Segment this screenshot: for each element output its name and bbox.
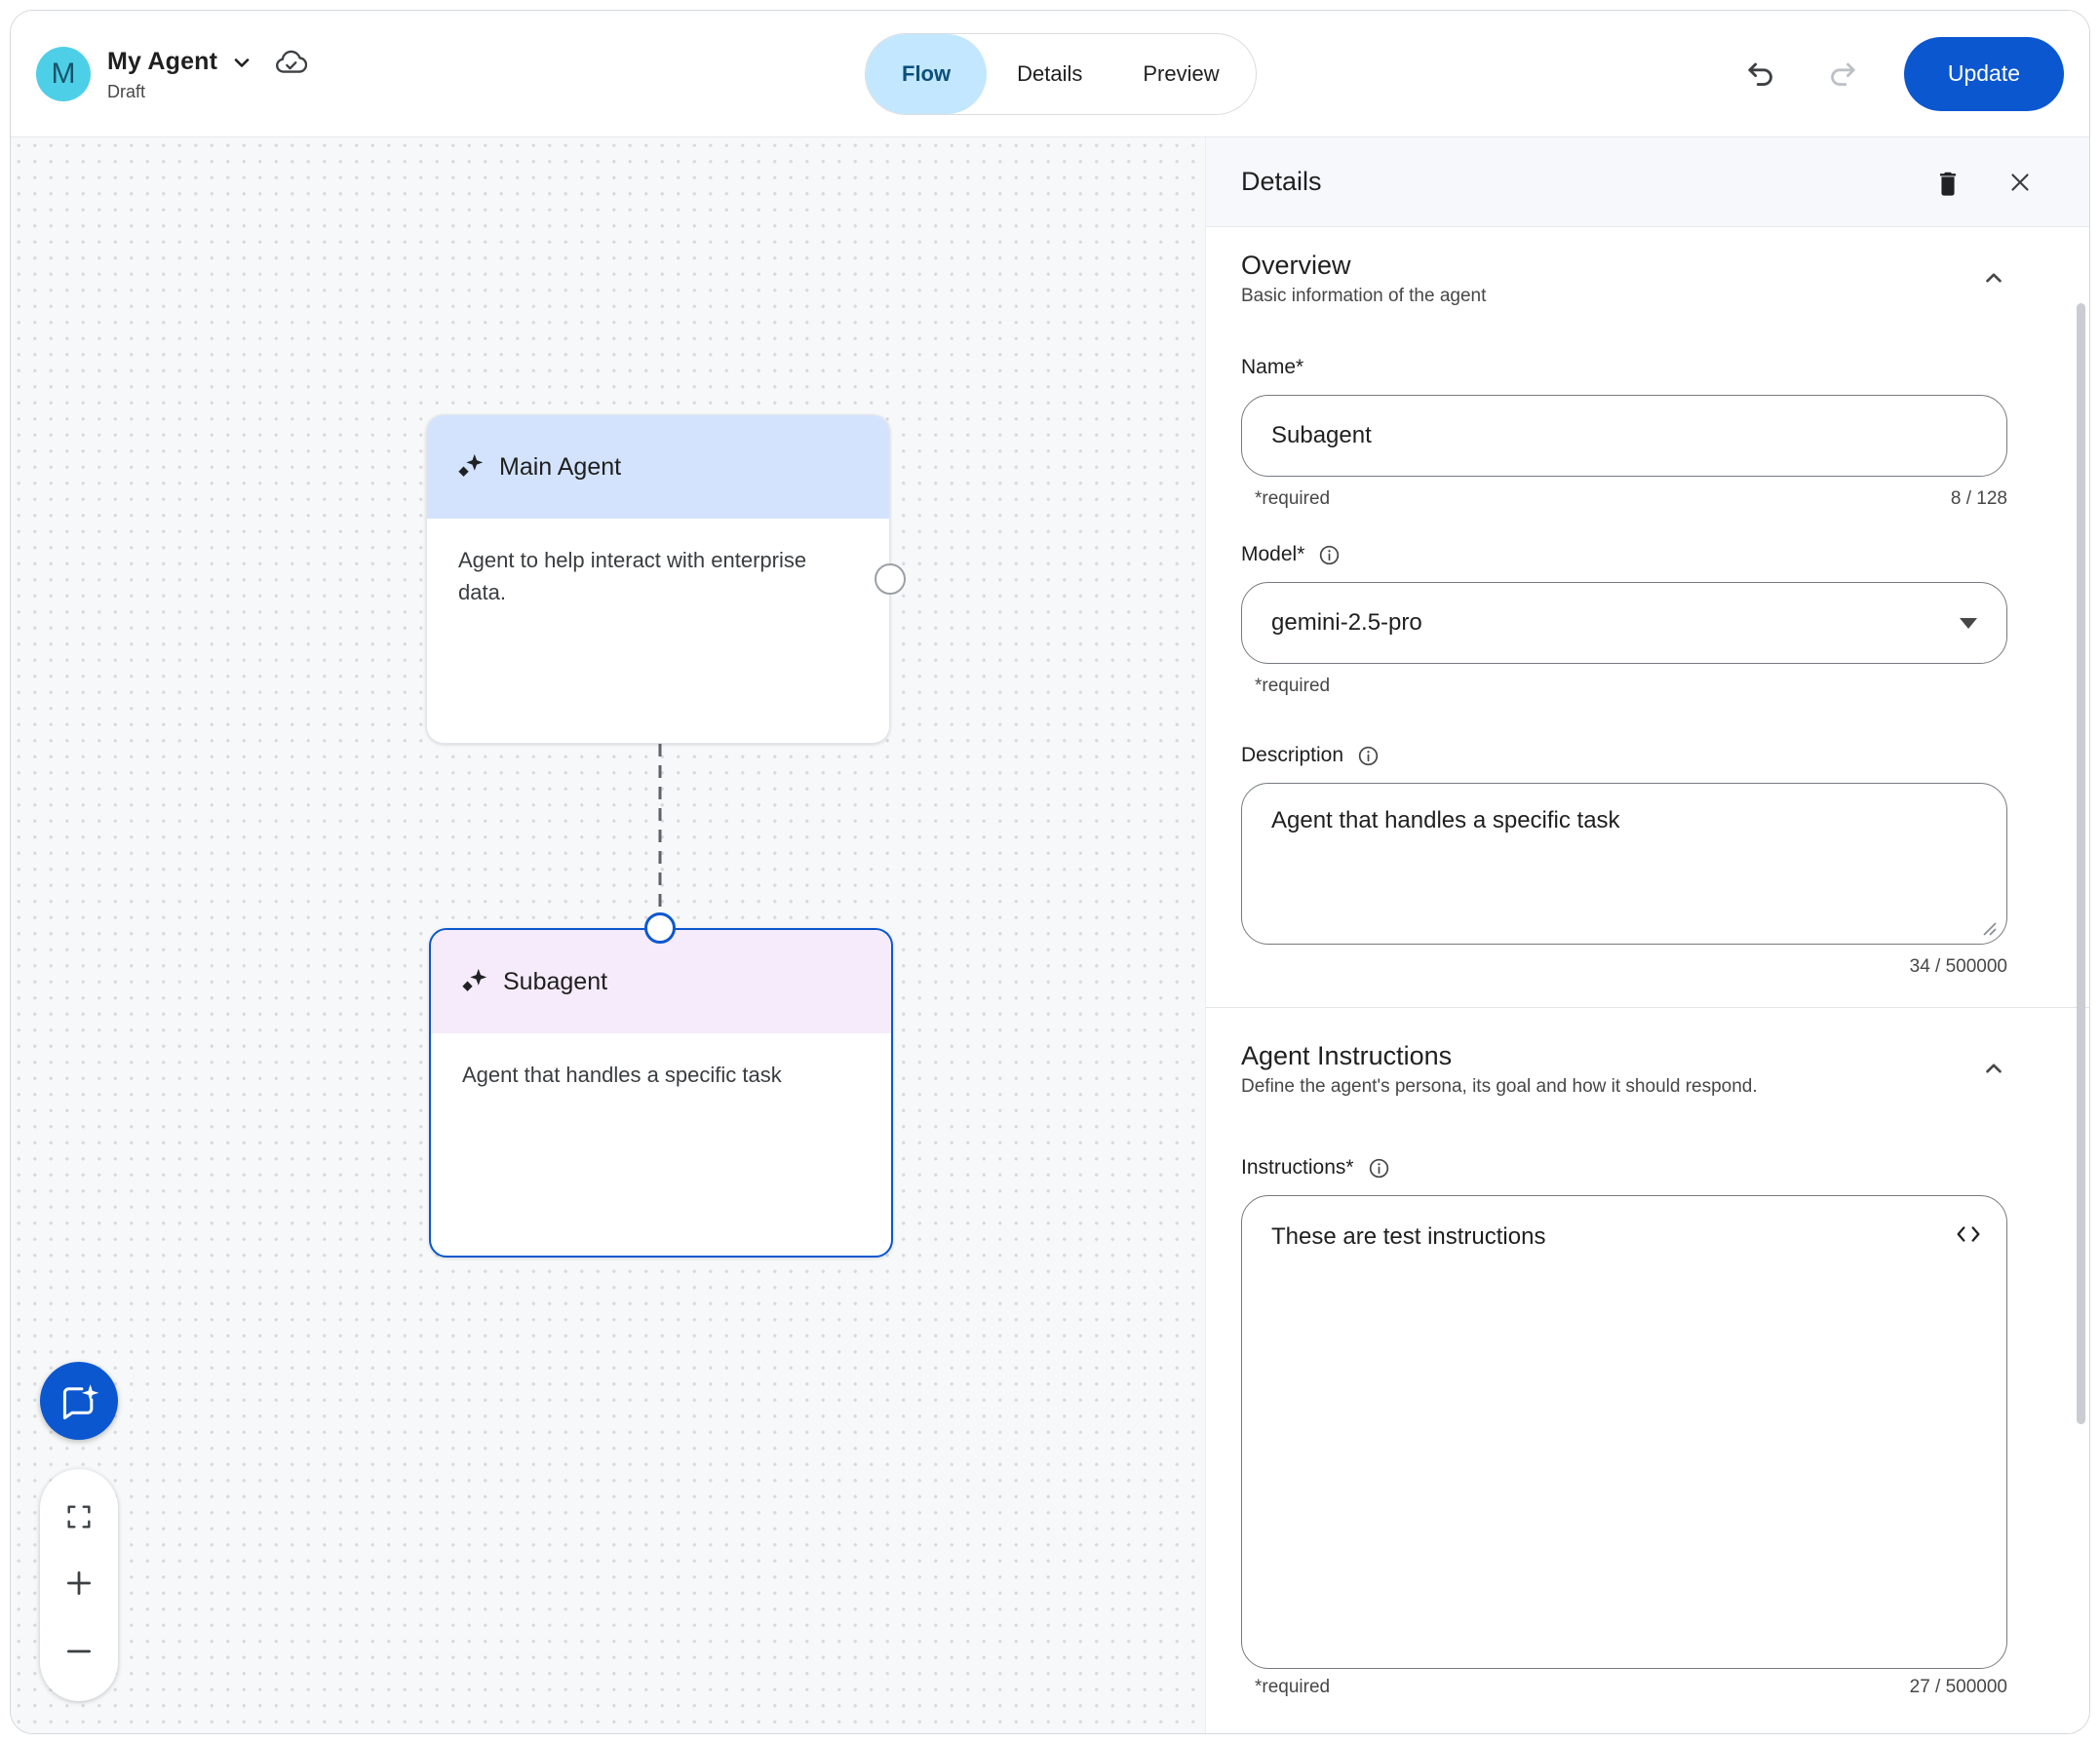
avatar: M [36, 46, 91, 101]
info-icon[interactable] [1318, 544, 1341, 566]
chat-preview-button[interactable] [40, 1362, 118, 1440]
tab-details[interactable]: Details [987, 34, 1112, 114]
agent-menu-button[interactable] [229, 50, 254, 75]
overview-section-header: Overview Basic information of the agent [1241, 251, 2007, 307]
node-description: Agent to help interact with enterprise d… [458, 548, 807, 604]
trash-icon [1940, 172, 1956, 196]
canvas-controls [40, 1469, 118, 1701]
chevron-up-icon [1986, 1064, 2002, 1073]
instructions-required-note: *required [1255, 1677, 1331, 1697]
info-icon[interactable] [1368, 1157, 1390, 1180]
instructions-textarea[interactable]: These are test instructions [1242, 1196, 2006, 1668]
zoom-in-icon [66, 1570, 92, 1596]
node-main-agent[interactable]: Main Agent Agent to help interact with e… [426, 414, 890, 744]
chat-sparkle-icon [62, 1384, 99, 1420]
agent-instructions-subheading: Define the agent's persona, its goal and… [1241, 1076, 1758, 1097]
cloud-sync-button[interactable] [274, 46, 308, 79]
redo-icon [1831, 62, 1855, 86]
instructions-collapse-button[interactable] [1980, 1055, 2007, 1082]
model-label: Model* [1241, 543, 1305, 565]
node-title: Subagent [503, 967, 608, 995]
redo-button[interactable] [1822, 56, 1859, 93]
details-panel-body: Overview Basic information of the agent … [1206, 227, 2089, 1698]
overview-subheading: Basic information of the agent [1241, 286, 1487, 306]
chevron-up-icon [1986, 273, 2002, 283]
agent-title-block: My Agent Draft [107, 46, 308, 102]
sparkle-icon [462, 968, 487, 991]
section-divider [1206, 1007, 2089, 1008]
tab-preview[interactable]: Preview [1112, 34, 1249, 114]
panel-title: Details [1241, 167, 1322, 196]
connector-port-main-right[interactable] [875, 563, 906, 595]
sparkle-icon [458, 453, 484, 477]
panel-scrollbar[interactable] [2077, 303, 2085, 1424]
name-label: Name* [1241, 356, 1304, 378]
node-subagent[interactable]: Subagent Agent that handles a specific t… [429, 928, 893, 1258]
fit-screen-icon [67, 1505, 91, 1529]
status-badge: Draft [107, 81, 146, 101]
top-bar: M My Agent Draft Flow Details Preview [11, 11, 2089, 137]
description-label: Description [1241, 744, 1344, 766]
details-panel: Details Overview Basic information of th… [1205, 137, 2089, 1733]
overview-collapse-button[interactable] [1980, 264, 2007, 291]
info-icon[interactable] [1357, 745, 1380, 767]
delete-node-button[interactable] [1933, 168, 1963, 197]
dropdown-caret-icon [1960, 617, 1977, 629]
undo-button[interactable] [1744, 56, 1781, 93]
agent-title: My Agent [107, 48, 218, 75]
tab-flow[interactable]: Flow [866, 34, 988, 114]
model-select[interactable]: gemini-2.5-pro [1241, 582, 2007, 664]
model-selected-value: gemini-2.5-pro [1271, 609, 1422, 636]
node-title: Main Agent [499, 452, 622, 481]
name-input[interactable] [1241, 395, 2007, 477]
node-description: Agent that handles a specific task [462, 1063, 782, 1087]
fit-screen-button[interactable] [64, 1502, 94, 1531]
name-char-counter: 8 / 128 [1950, 488, 2007, 509]
close-panel-button[interactable] [2005, 168, 2035, 197]
view-tabs: Flow Details Preview [865, 33, 1257, 115]
details-panel-header: Details [1206, 137, 2089, 227]
cloud-sync-icon [276, 50, 308, 73]
undo-icon [1748, 62, 1772, 86]
zoom-out-button[interactable] [62, 1635, 96, 1668]
code-view-button[interactable] [1954, 1220, 1983, 1249]
app-window: M My Agent Draft Flow Details Preview [10, 10, 2090, 1734]
chevron-down-icon [234, 58, 250, 67]
instructions-section-header: Agent Instructions Define the agent's pe… [1241, 1041, 2007, 1098]
connector-port-sub-top[interactable] [644, 912, 676, 944]
instructions-char-counter: 27 / 500000 [1909, 1677, 2007, 1697]
close-icon [2011, 173, 2029, 191]
name-required-note: *required [1255, 488, 1331, 509]
zoom-out-icon [66, 1649, 92, 1653]
overview-heading: Overview [1241, 251, 1351, 280]
update-button[interactable]: Update [1903, 36, 2064, 111]
description-char-counter: 34 / 500000 [1909, 956, 2007, 977]
edge-main-to-sub [658, 744, 662, 929]
model-required-note: *required [1255, 676, 1331, 696]
code-icon [1957, 1226, 1980, 1242]
flow-canvas[interactable]: Main Agent Agent to help interact with e… [11, 137, 1205, 1733]
description-textarea[interactable]: Agent that handles a specific task [1242, 784, 2006, 944]
agent-instructions-heading: Agent Instructions [1241, 1041, 1453, 1070]
zoom-in-button[interactable] [62, 1567, 96, 1600]
resize-handle-icon[interactable] [1981, 920, 1997, 936]
instructions-label: Instructions* [1241, 1156, 1354, 1179]
